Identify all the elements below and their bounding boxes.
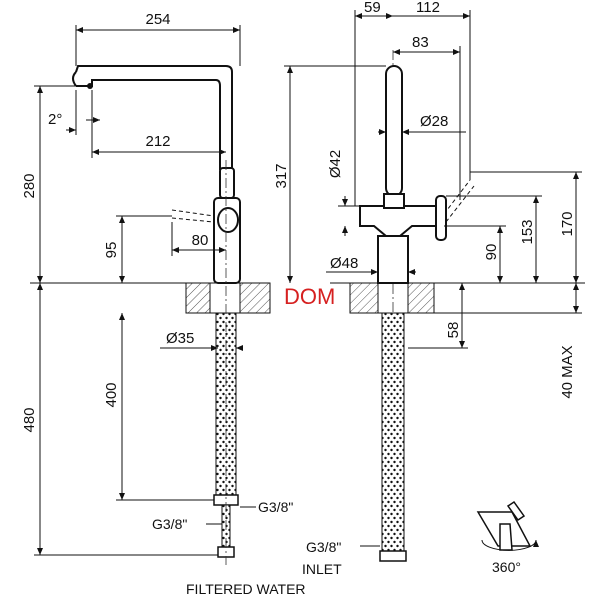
dim-d42: Ø42	[327, 150, 344, 178]
dim-59: 59	[364, 0, 381, 16]
dim-95: 95	[103, 242, 120, 259]
dim-480: 480	[21, 407, 38, 432]
thread-label-c: G3/8"	[306, 539, 341, 555]
lever-right	[443, 179, 475, 223]
dim-d48: Ø48	[330, 255, 358, 272]
brand-logo: DOM	[284, 284, 335, 309]
spout-top-left	[75, 65, 233, 170]
aerator-left	[87, 83, 93, 89]
thread-label-b: G3/8"	[152, 516, 187, 532]
dim-317: 317	[273, 163, 290, 188]
spout-neck-left	[219, 167, 235, 199]
rotation-icon: 360°	[476, 500, 539, 575]
dim-2deg: 2°	[48, 111, 62, 128]
right-view: 59 112 83 Ø28 Ø42 317 Ø48 90 153	[273, 0, 585, 577]
hose-right	[381, 312, 405, 554]
dim-40max: 40 MAX	[559, 345, 576, 398]
dim-280: 280	[21, 173, 38, 198]
dim-112: 112	[416, 0, 440, 16]
fitting-right	[379, 550, 407, 562]
spout-bottom-left	[76, 79, 221, 170]
base-right	[377, 235, 409, 284]
dim-170: 170	[559, 211, 576, 236]
dim-80: 80	[192, 232, 209, 249]
dim-153: 153	[519, 219, 536, 244]
spout-right	[385, 65, 403, 197]
body-joint-right	[383, 193, 405, 209]
shank-left	[209, 282, 241, 314]
dim-d28: Ø28	[420, 113, 448, 130]
dim-d35: Ø35	[166, 330, 194, 347]
crossbar-right	[359, 205, 445, 237]
dim-212: 212	[145, 133, 170, 150]
dim-58: 58	[445, 322, 462, 339]
spout-tip-left	[72, 71, 77, 87]
inlet-label: INLET	[302, 561, 342, 577]
dim-400: 400	[103, 382, 120, 407]
filtered-water-label: FILTERED WATER	[186, 581, 306, 597]
lever-handle-right	[435, 195, 447, 241]
dim-254: 254	[145, 11, 170, 28]
dim-83: 83	[412, 34, 429, 51]
thread-label-a: G3/8"	[258, 499, 293, 515]
lever-knob-left	[217, 207, 239, 233]
left-view: 254 2° 212 280 95 80 Ø35 400 4	[21, 11, 293, 565]
dim-90: 90	[483, 244, 500, 261]
rotation-label: 360°	[492, 559, 521, 575]
lever-left	[171, 209, 215, 223]
